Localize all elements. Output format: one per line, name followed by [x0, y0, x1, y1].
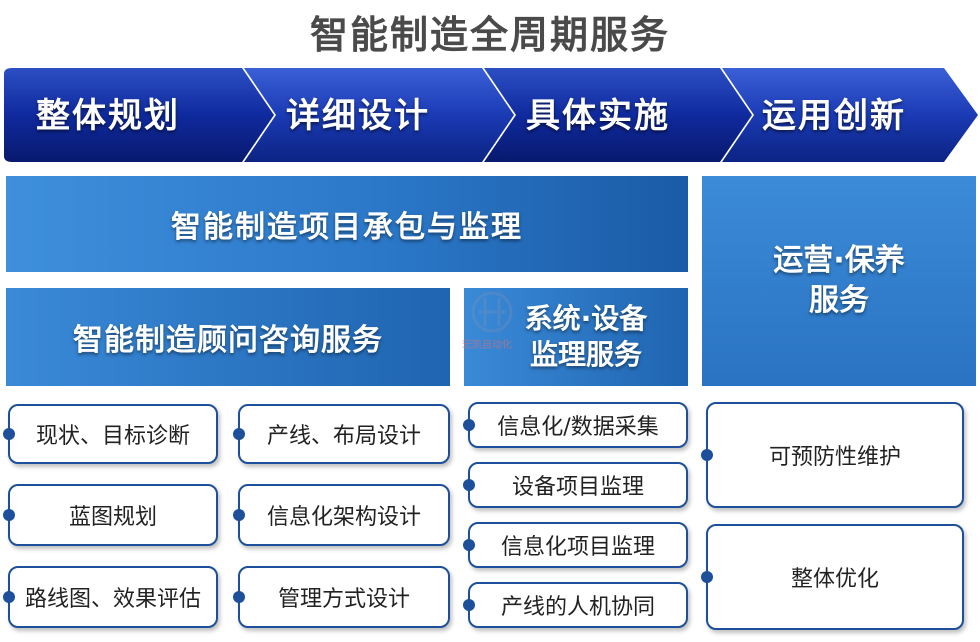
phase-segment-2	[244, 68, 514, 162]
card-label: 信息化/数据采集	[497, 415, 659, 440]
card-label: 信息化架构设计	[266, 505, 421, 530]
bullet-dot	[463, 599, 475, 611]
card-label: 现状、目标诊断	[35, 424, 190, 449]
card-preventive-maintenance: 可预防性维护	[701, 402, 964, 508]
bullet-dot	[233, 428, 245, 440]
operation-block: 运营·保养 服务	[702, 176, 976, 386]
card-label: 路线图、效果评估	[24, 587, 201, 612]
contracting-block: 智能制造项目承包与监理	[6, 176, 688, 272]
bullet-dot	[463, 419, 475, 431]
consulting-block: 智能制造顾问咨询服务	[6, 288, 450, 386]
card-label: 产线、布局设计	[266, 424, 421, 449]
contracting-label: 智能制造项目承包与监理	[171, 210, 523, 245]
card-human-machine: 产线的人机协同	[463, 582, 688, 628]
card-status-diagnosis: 现状、目标诊断	[3, 404, 218, 464]
bullet-dot	[463, 539, 475, 551]
bullet-dot	[701, 449, 713, 461]
bullet-dot	[3, 591, 15, 603]
phase-segment-1	[4, 68, 274, 162]
system-supervision-block: 系统·设备 监理服务	[464, 288, 688, 386]
watermark-logo-icon	[471, 291, 513, 333]
phase-segment-3	[484, 68, 752, 162]
bullet-dot	[3, 428, 15, 440]
card-blueprint: 蓝图规划	[3, 484, 218, 546]
system-supervision-line1: 系统·设备	[524, 302, 648, 335]
phase-label-3: 具体实施	[526, 96, 670, 136]
phase-label-4: 运用创新	[762, 96, 906, 136]
card-equipment-supervision: 设备项目监理	[463, 462, 688, 508]
system-supervision-line2: 监理服务	[529, 338, 642, 371]
card-label: 设备项目监理	[511, 475, 644, 500]
card-label: 信息化项目监理	[500, 535, 655, 560]
card-label: 蓝图规划	[68, 505, 157, 530]
bullet-dot	[701, 571, 713, 583]
watermark-text: 宏凯自动化	[462, 340, 512, 351]
card-roadmap: 路线图、效果评估	[3, 566, 218, 628]
phase-segment-4	[722, 68, 978, 162]
card-label: 管理方式设计	[277, 587, 410, 612]
consulting-label: 智能制造顾问咨询服务	[73, 323, 383, 358]
bullet-dot	[3, 509, 15, 521]
card-label: 产线的人机协同	[500, 595, 655, 620]
operation-label-line2: 服务	[809, 283, 869, 318]
card-management-design: 管理方式设计	[233, 566, 450, 628]
phase-label-2: 详细设计	[286, 96, 430, 136]
bullet-dot	[233, 509, 245, 521]
operation-label-line1: 运营·保养	[773, 243, 905, 278]
page-title: 智能制造全周期服务	[309, 13, 670, 57]
bullet-dot	[463, 479, 475, 491]
process-arrow-bar	[4, 68, 978, 162]
card-overall-optimization: 整体优化	[701, 524, 964, 630]
bullet-dot	[233, 591, 245, 603]
card-line-layout: 产线、布局设计	[233, 404, 450, 464]
phase-label-1: 整体规划	[36, 96, 180, 136]
card-it-supervision: 信息化项目监理	[463, 522, 688, 568]
card-data-collection: 信息化/数据采集	[463, 402, 688, 448]
card-label: 整体优化	[790, 567, 879, 592]
card-it-architecture: 信息化架构设计	[233, 484, 450, 546]
card-label: 可预防性维护	[768, 445, 901, 470]
